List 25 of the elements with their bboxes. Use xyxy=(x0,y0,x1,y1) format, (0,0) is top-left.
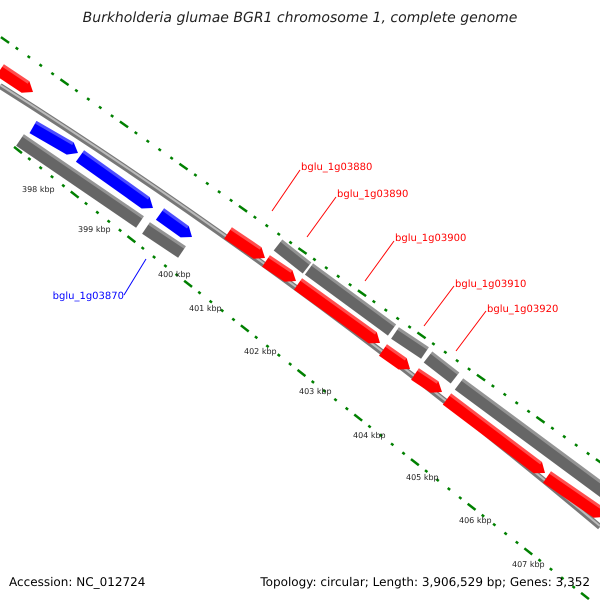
leader-line xyxy=(456,310,486,352)
leader-line xyxy=(364,240,394,282)
leader-line xyxy=(272,170,300,212)
genome-summary-text: Topology: circular; Length: 3,906,529 bp; Genes: 3,352 xyxy=(260,576,590,588)
scale-label: 405 kbp xyxy=(406,474,439,482)
gene-label: bglu_1g03900 xyxy=(395,234,466,244)
gene-label: bglu_1g03870 xyxy=(52,292,124,302)
scale-label: 402 kbp xyxy=(244,348,277,356)
gene-label: bglu_1g03890 xyxy=(337,190,408,200)
gene-label: bglu_1g03910 xyxy=(455,280,526,290)
leader-line xyxy=(124,258,146,296)
scale-label: 403 kbp xyxy=(299,388,332,396)
scale-label: 406 kbp xyxy=(459,517,492,525)
scale-label: 399 kbp xyxy=(78,226,111,234)
title: Burkholderia glumae BGR1 chromosome 1, complete genome xyxy=(82,11,518,25)
scale-label: 401 kbp xyxy=(189,305,222,313)
accession-text: Accession: NC_012724 xyxy=(9,576,146,588)
gene-label: bglu_1g03880 xyxy=(301,163,372,173)
leader-line xyxy=(306,196,336,238)
scale-label: 404 kbp xyxy=(353,432,386,440)
gene-label: bglu_1g03920 xyxy=(487,305,558,315)
leader-line xyxy=(424,286,454,326)
scale-label: 407 kbp xyxy=(512,561,545,569)
scale-label: 398 kbp xyxy=(22,186,55,194)
scale-label: 400 kbp xyxy=(158,271,191,279)
